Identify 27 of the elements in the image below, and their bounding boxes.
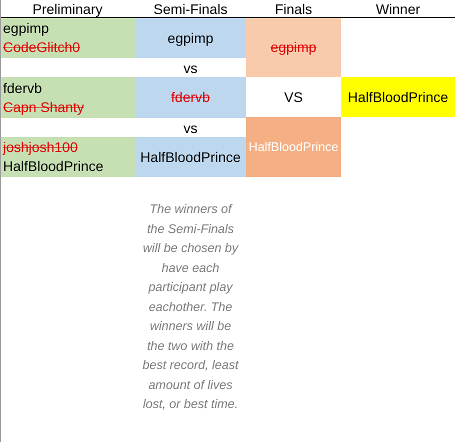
player-name: HalfBloodPrince — [3, 157, 104, 176]
vs-label: VS — [284, 89, 303, 105]
column-header: Semi-Finals — [154, 0, 228, 16]
bracket-cell — [246, 117, 341, 177]
struck-player-name: Capn Shanty — [3, 98, 84, 116]
vs-label: vs — [184, 120, 198, 136]
vs-label: vs — [184, 60, 198, 76]
note-text: The winners of the Semi-Finals will be chosen by have each participant play eachother. The winners will be the two with the best record, least amount of lives lost, or best time. — [142, 201, 239, 413]
bracket-cell — [1, 137, 135, 177]
column-header: Finals — [274, 0, 312, 16]
player-name: HalfBloodPrince — [248, 138, 338, 156]
bracket-cell — [1, 77, 135, 118]
column-header: Winner — [376, 0, 420, 16]
player-name: HalfBloodPrince — [348, 88, 448, 106]
player-name: egpimp — [3, 19, 49, 38]
bracket-cell — [246, 18, 341, 77]
player-name: HalfBloodPrince — [140, 148, 241, 166]
bracket-cell — [135, 18, 246, 58]
column-header: Preliminary — [32, 0, 102, 16]
struck-player-name: joshjosh100 — [3, 138, 78, 157]
bracket-cell — [135, 137, 246, 177]
player-name: egpimp — [168, 28, 214, 48]
bracket-cell — [341, 77, 455, 117]
bracket-cell — [135, 77, 246, 118]
struck-player-name: CodeGlitch0 — [3, 38, 80, 57]
player-name: fdervb — [3, 78, 42, 98]
bracket-cell — [1, 18, 135, 58]
